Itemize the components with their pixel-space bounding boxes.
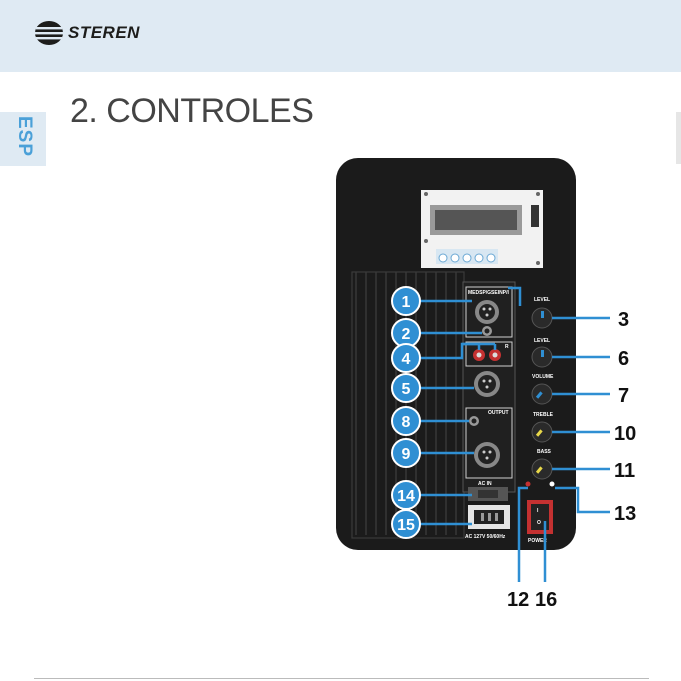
media-button: [463, 254, 471, 262]
callout-11: 11: [614, 460, 635, 482]
media-button: [439, 254, 447, 262]
svg-text:OUTPUT: OUTPUT: [488, 410, 509, 416]
callout-7: 7: [618, 385, 629, 407]
svg-text:TREBLE: TREBLE: [533, 412, 554, 418]
media-button: [475, 254, 483, 262]
svg-text:O: O: [537, 520, 541, 526]
svg-text:AC IN: AC IN: [478, 481, 492, 487]
callout-13: 13: [614, 503, 636, 525]
lcd-screen: [435, 210, 517, 230]
svg-text:R: R: [505, 344, 509, 350]
svg-text:14: 14: [397, 488, 415, 505]
svg-text:MEDSP/GSEINP/I: MEDSP/GSEINP/I: [468, 290, 509, 296]
footer-rule: [34, 678, 649, 679]
left-badges: 1 2 4 5 8 9 14 15: [392, 287, 420, 538]
svg-text:AC 127V 50/60Hz: AC 127V 50/60Hz: [465, 534, 506, 540]
led-12: [526, 482, 531, 487]
svg-text:9: 9: [402, 446, 411, 463]
callout-6: 6: [618, 348, 629, 370]
card-slot: [531, 205, 539, 227]
svg-text:2: 2: [402, 326, 411, 343]
svg-text:1: 1: [402, 294, 411, 311]
svg-text:BASS: BASS: [537, 449, 552, 455]
callout-16: 16: [535, 589, 557, 611]
callout-3: 3: [618, 309, 629, 331]
media-button: [487, 254, 495, 262]
callout-10: 10: [614, 423, 636, 445]
led-13: [550, 482, 555, 487]
svg-text:LEVEL: LEVEL: [534, 297, 550, 303]
svg-text:8: 8: [402, 414, 411, 431]
media-button: [451, 254, 459, 262]
svg-text:15: 15: [397, 517, 415, 534]
svg-text:4: 4: [402, 351, 411, 368]
svg-text:5: 5: [402, 381, 411, 398]
callout-12: 12: [507, 589, 529, 611]
svg-text:VOLUME: VOLUME: [532, 374, 554, 380]
svg-text:LEVEL: LEVEL: [534, 338, 550, 344]
